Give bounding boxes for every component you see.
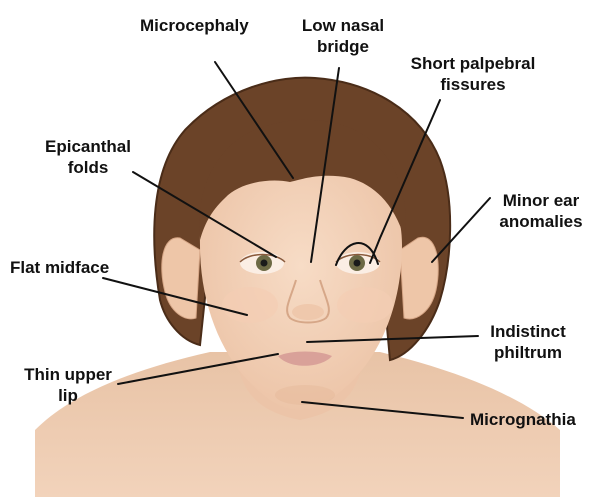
- label-short-palpebral-fissures: Short palpebral fissures: [403, 53, 543, 95]
- left-cheek: [222, 287, 278, 323]
- label-microcephaly: Microcephaly: [140, 15, 249, 36]
- label-flat-midface: Flat midface: [10, 257, 109, 278]
- label-epicanthal-folds: Epicanthal folds: [38, 136, 138, 178]
- label-low-nasal-bridge: Low nasal bridge: [298, 15, 388, 57]
- label-minor-ear-anomalies: Minor ear anomalies: [493, 190, 589, 232]
- nose-tip: [292, 304, 324, 320]
- label-micrognathia: Micrognathia: [470, 409, 576, 430]
- right-cheek: [337, 287, 393, 323]
- label-indistinct-philtrum: Indistinct philtrum: [478, 321, 578, 363]
- label-thin-upper-lip: Thin upper lip: [12, 364, 124, 406]
